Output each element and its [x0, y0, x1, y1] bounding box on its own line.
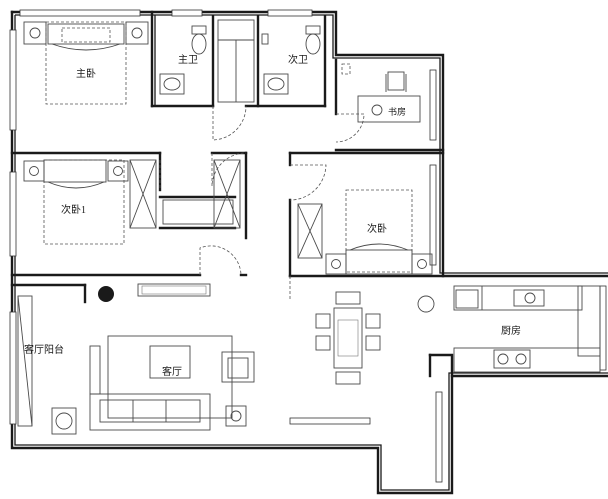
second-bath-fixtures: [261, 25, 321, 95]
sofa-icon: [89, 393, 211, 431]
dining-table-icon: [333, 307, 363, 369]
kitchen-fixtures: [417, 285, 601, 373]
master-bedroom-furniture: [23, 21, 149, 105]
study-furniture: [341, 63, 421, 123]
stove-icon: [493, 349, 531, 369]
window-icon: [19, 9, 141, 17]
room-label-study: 书房: [388, 106, 406, 117]
room-label-master-bath: 主卫: [178, 54, 198, 66]
living-room-furniture: [89, 276, 291, 431]
room-label-second-bedroom-1: 次卧1: [61, 203, 86, 216]
dining-furniture: [315, 291, 381, 385]
room-label-living-balcony: 客厅阳台: [24, 343, 64, 356]
bed-icon: [45, 21, 127, 105]
room-label-master-bedroom: 主卧: [76, 67, 96, 80]
washing-machine-icon: [455, 289, 479, 309]
toilet-icon: [191, 25, 207, 35]
room-label-second-bath: 次卫: [288, 53, 308, 66]
balcony-fixtures: [17, 295, 77, 435]
plant-icon: [98, 286, 114, 302]
master-bath-fixtures: [159, 19, 255, 103]
tv-cabinet-icon: [137, 283, 211, 297]
second-bedroom-1-furniture: [23, 159, 241, 245]
door-swing-icon: [212, 105, 247, 141]
sofa-icon: [89, 345, 101, 395]
sink-icon: [159, 73, 185, 95]
room-label-second-bedroom: 次卧: [367, 222, 387, 235]
desk-icon: [357, 95, 421, 123]
room-labels: 主卧 主卫 次卫 书房 次卧1 次卧 客厅阳台 客厅 厨房: [24, 53, 521, 378]
sink-icon: [513, 289, 545, 307]
washing-machine-icon: [51, 407, 77, 435]
armchair-icon: [221, 351, 255, 383]
windows: [9, 9, 607, 483]
room-label-kitchen: 厨房: [501, 324, 521, 337]
inner-walls: [10, 10, 454, 378]
doors: [159, 105, 365, 276]
room-label-living-room: 客厅: [162, 365, 182, 378]
second-bedroom-furniture: [297, 189, 433, 275]
